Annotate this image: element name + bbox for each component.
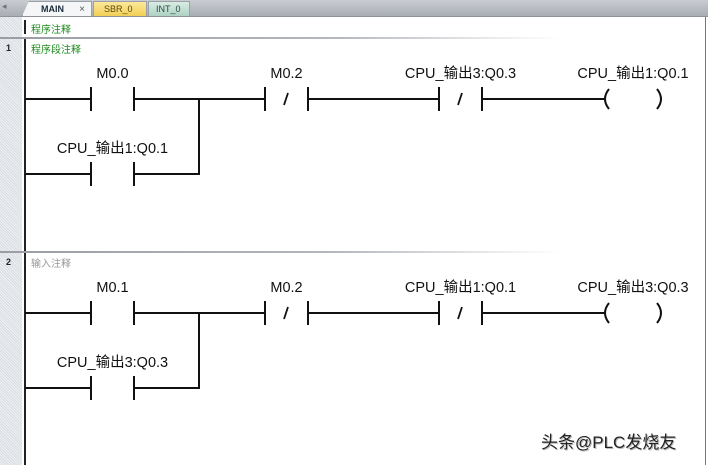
tab-sbr-0-label: SBR_0 — [104, 4, 133, 14]
normally-closed-slash — [283, 92, 289, 106]
contact-normally-closed[interactable]: CPU_输出1:Q0.1 — [405, 279, 516, 325]
contact-normally-open[interactable]: M0.1 — [90, 280, 135, 325]
network-comment[interactable]: 输入注释 — [31, 259, 71, 270]
contact-label: CPU_输出1:Q0.1 — [405, 279, 516, 296]
normally-closed-slash — [283, 306, 289, 320]
contact-label: M0.1 — [96, 280, 128, 296]
close-icon[interactable]: × — [79, 4, 85, 15]
network-separator — [0, 37, 560, 39]
contact-normally-closed[interactable]: CPU_输出3:Q0.3 — [405, 65, 516, 111]
coil-label: CPU_输出1:Q0.1 — [577, 65, 688, 82]
coil-right-paren — [656, 88, 662, 110]
contact-label: M0.0 — [96, 66, 128, 82]
coil-left-paren — [604, 302, 610, 324]
contact-normally-closed[interactable]: M0.2 — [264, 66, 309, 111]
contact-label: M0.2 — [270, 66, 302, 82]
tab-main-label: MAIN — [41, 4, 64, 14]
editor-tab-bar: ◂ MAIN × SBR_0 INT_0 — [0, 0, 708, 17]
tab-int-0[interactable]: INT_0 — [148, 1, 190, 16]
power-rail — [24, 253, 26, 465]
editor-right-border — [705, 17, 706, 465]
network-number: 2 — [6, 257, 12, 267]
contact-label: CPU_输出3:Q0.3 — [405, 65, 516, 82]
contact-normally-closed[interactable]: M0.2 — [264, 280, 309, 325]
tab-main[interactable]: MAIN × — [22, 1, 92, 16]
contact-label: M0.2 — [270, 280, 302, 296]
power-rail — [24, 39, 26, 251]
contact-normally-open-branch[interactable]: CPU_输出1:Q0.1 — [57, 140, 168, 186]
contact-normally-open-branch[interactable]: CPU_输出3:Q0.3 — [57, 354, 168, 400]
tab-sbr-0[interactable]: SBR_0 — [93, 1, 147, 16]
watermark: 头条@PLC发烧友 — [541, 433, 677, 452]
normally-closed-slash — [457, 92, 463, 106]
output-coil[interactable]: CPU_输出1:Q0.1 — [577, 65, 689, 110]
program-comment-marker — [24, 20, 26, 34]
network-separator — [0, 251, 560, 253]
tab-scroll-left-icon[interactable]: ◂ — [2, 1, 7, 11]
network-number: 1 — [6, 43, 12, 53]
coil-label: CPU_输出3:Q0.3 — [577, 279, 688, 296]
coil-left-paren — [604, 88, 610, 110]
normally-closed-slash — [457, 306, 463, 320]
contact-label: CPU_输出3:Q0.3 — [57, 354, 168, 371]
output-coil[interactable]: CPU_输出3:Q0.3 — [577, 279, 689, 324]
tab-int-0-label: INT_0 — [156, 4, 181, 14]
contact-normally-open[interactable]: M0.0 — [90, 66, 135, 111]
contact-label: CPU_输出1:Q0.1 — [57, 140, 168, 157]
line-gutter — [0, 17, 22, 465]
network-comment[interactable]: 程序段注释 — [31, 45, 81, 56]
coil-right-paren — [656, 302, 662, 324]
program-comment[interactable]: 程序注释 — [31, 25, 71, 36]
